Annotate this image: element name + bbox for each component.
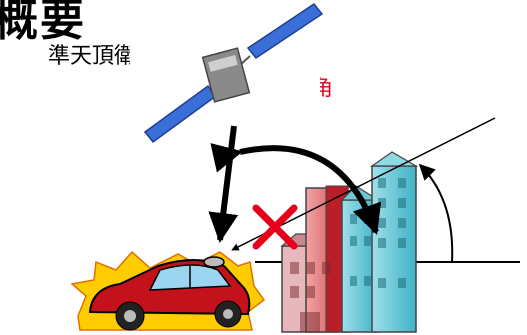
blocked-x-icon <box>252 204 298 250</box>
elevation-angle-arc <box>418 163 454 263</box>
direct-signal-arrow <box>208 125 239 243</box>
title-fragment: 概要 <box>0 0 86 46</box>
satellite-icon <box>130 0 324 144</box>
elevation-sweep-arrow <box>210 143 382 235</box>
car-icon <box>70 250 266 331</box>
